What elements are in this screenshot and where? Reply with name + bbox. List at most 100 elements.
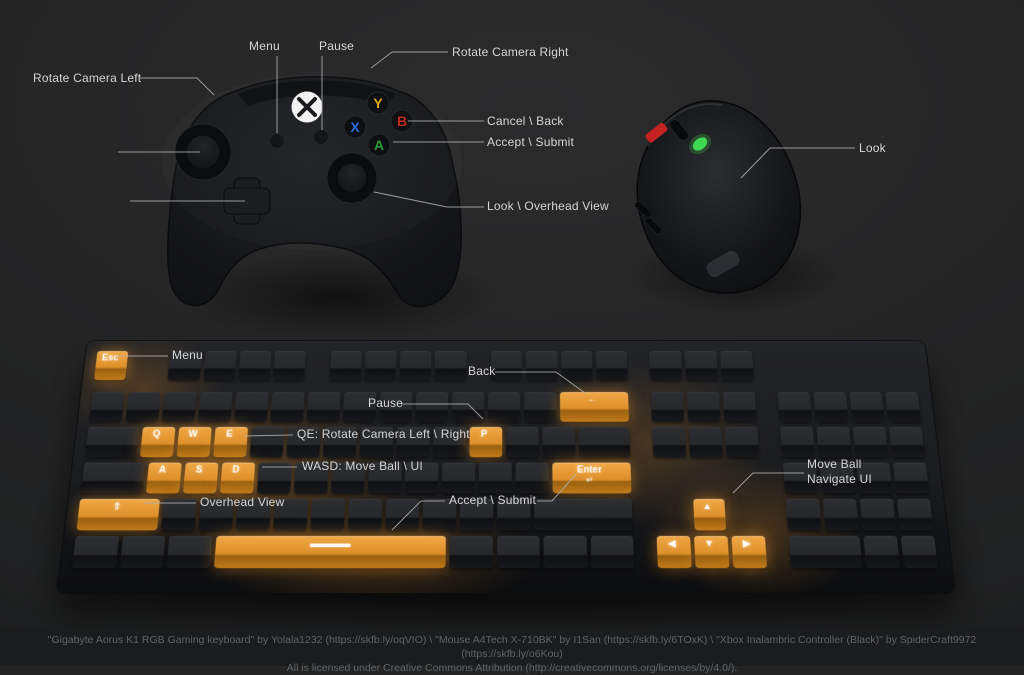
label-mouse-look: Look (859, 141, 886, 155)
key (399, 351, 432, 381)
credits-line1: "Gigabyte Aorus K1 RGB Gaming keyboard" … (47, 634, 977, 660)
key (777, 392, 813, 422)
key (166, 535, 213, 569)
label-keyboard-pause: Pause (368, 396, 404, 410)
keyboard-nav-block: ▲◀▼▶ (649, 351, 772, 574)
a-button-letter: A (374, 137, 384, 153)
key (900, 535, 938, 569)
key (785, 498, 822, 531)
key (722, 392, 757, 422)
gaming-mouse (634, 100, 801, 294)
key (813, 392, 849, 422)
menu-button (313, 129, 329, 145)
key (649, 351, 683, 381)
left-stick (174, 123, 232, 181)
key (720, 351, 754, 381)
key (542, 426, 576, 458)
label-rotate-camera-right: Rotate Camera Right (452, 45, 569, 59)
y-button (366, 91, 390, 115)
label-rotate-camera-left: Rotate Camera Left (33, 71, 142, 85)
key (125, 392, 161, 422)
key (347, 498, 382, 531)
controller-body (167, 76, 462, 308)
label-look-overhead-view: Look \ Overhead View (487, 199, 609, 213)
left-shift-key: ⇧ (76, 498, 160, 531)
mouse-red-led (645, 122, 668, 143)
key (650, 392, 685, 422)
x-button-letter: X (350, 119, 360, 135)
xbox-logo (291, 91, 323, 123)
key (449, 535, 493, 569)
key (72, 535, 119, 569)
key (329, 351, 363, 381)
arrow-left-key: ◀ (656, 535, 692, 569)
key (487, 392, 521, 422)
key (533, 498, 633, 531)
key (364, 351, 397, 381)
q-key: Q (139, 426, 176, 458)
a-button (367, 133, 391, 157)
key (515, 462, 549, 494)
s-key: S (182, 462, 219, 494)
key (724, 426, 760, 458)
key (270, 392, 305, 422)
view-button (269, 133, 285, 149)
key (686, 392, 721, 422)
mouse-reflection (706, 250, 740, 278)
key (578, 426, 631, 458)
arrow-up-key: ▲ (693, 498, 726, 531)
label-accept-submit: Accept \ Submit (487, 135, 575, 149)
e-key: E (213, 426, 249, 458)
key (684, 351, 719, 381)
label-keyboard-accept-submit: Accept \ Submit (449, 493, 537, 507)
credits-line2: All is licensed under Creative Commons A… (286, 662, 738, 674)
right-stick (326, 152, 378, 204)
key (451, 392, 485, 422)
x-button (343, 115, 367, 139)
key (434, 351, 467, 381)
key (892, 462, 930, 494)
key-gap (655, 499, 691, 530)
key (202, 351, 237, 381)
a-key: A (145, 462, 182, 494)
key (384, 498, 419, 531)
key (863, 535, 901, 569)
w-key: W (176, 426, 212, 458)
space-key (213, 535, 446, 569)
enter-key: Enter↵ (551, 462, 632, 494)
key (788, 535, 863, 569)
key (543, 535, 587, 569)
key (688, 426, 723, 458)
arrow-right-key: ▶ (731, 535, 768, 569)
key (415, 392, 449, 422)
arrow-down-key: ▼ (694, 535, 730, 569)
b-button-letter: B (397, 113, 407, 129)
key (80, 462, 145, 494)
backspace-key: ← (559, 392, 630, 422)
mouse-green-led (692, 137, 708, 151)
key (506, 426, 539, 458)
key (238, 351, 272, 381)
key-gap (774, 351, 916, 380)
key (523, 392, 557, 422)
key (197, 392, 233, 422)
key (590, 535, 635, 569)
key (119, 535, 166, 569)
key-gap (728, 499, 765, 530)
key (85, 426, 140, 458)
esc-key: Esc (94, 351, 129, 381)
key (885, 392, 921, 422)
key (852, 426, 889, 458)
label-keyboard-back: Back (468, 364, 496, 378)
key (889, 426, 926, 458)
key (816, 426, 852, 458)
key (256, 462, 292, 494)
key (309, 498, 345, 531)
label-controller-pause: Pause (319, 39, 355, 53)
credits-bar: "Gigabyte Aorus K1 RGB Gaming keyboard" … (0, 628, 1024, 674)
key (595, 351, 628, 381)
key (849, 392, 885, 422)
mouse-scroll-wheel (669, 118, 689, 142)
key (478, 462, 512, 494)
key-gap (129, 351, 167, 380)
